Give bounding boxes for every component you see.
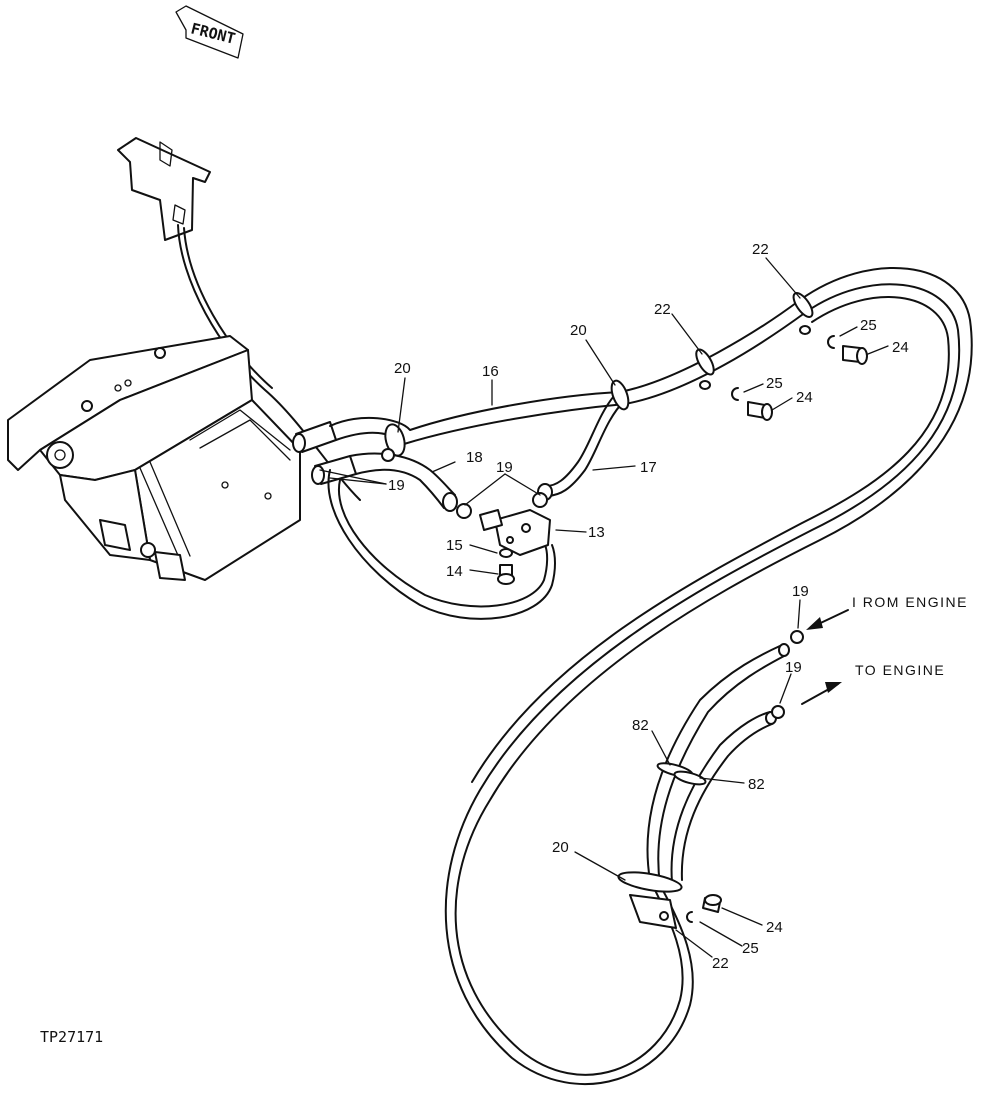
callout-20-lower: 20 (552, 839, 569, 856)
clamp-19-from-engine (790, 630, 804, 644)
callout-16: 16 (482, 363, 499, 380)
clamps-82 (656, 762, 707, 786)
callout-15: 15 (446, 537, 463, 554)
clamp-20-left (384, 423, 406, 457)
from-engine-label: I ROM ENGINE (852, 594, 968, 610)
from-engine-arrow (806, 609, 849, 630)
clamp-19-box-a (381, 448, 395, 462)
clamp-22-top (792, 292, 814, 335)
callout-18: 18 (466, 449, 483, 466)
washer-25-lower (686, 911, 693, 923)
callout-19-box: 19 (388, 477, 405, 494)
screw-24-top (842, 345, 868, 365)
callout-24-lower: 24 (766, 919, 783, 936)
callout-25-mid: 25 (766, 375, 783, 392)
callout-19-valve: 19 (496, 459, 513, 476)
screw-24-mid (747, 401, 773, 421)
figure-id: TP27171 (40, 1028, 103, 1046)
to-engine-arrow (801, 682, 842, 705)
callout-14: 14 (446, 563, 463, 580)
callout-22-lower: 22 (712, 955, 729, 972)
callout-24-top: 24 (892, 339, 909, 356)
valve-13 (479, 509, 551, 556)
to-engine-label: TO ENGINE (855, 662, 945, 678)
clamp-20-mid (610, 379, 630, 411)
clamp-19-box-b (456, 503, 472, 519)
callout-13: 13 (588, 524, 605, 541)
callout-17: 17 (640, 459, 657, 476)
screw-24-lower (702, 894, 722, 913)
washer-25-mid (731, 387, 739, 401)
callout-20-mid: 20 (570, 322, 587, 339)
front-direction-tag: FRONT (175, 5, 244, 59)
callout-82-left: 82 (632, 717, 649, 734)
leader-lines (319, 257, 889, 958)
front-label: FRONT (189, 19, 237, 47)
engine-hose-loop (444, 266, 973, 1086)
clamp-20-lower (617, 871, 683, 929)
callout-82-right: 82 (748, 776, 765, 793)
callout-25-top: 25 (860, 317, 877, 334)
callout-20-box: 20 (394, 360, 411, 377)
callout-19-to-engine: 19 (785, 659, 802, 676)
callout-25-lower: 25 (742, 940, 759, 957)
upper-bracket (117, 137, 211, 241)
callout-22-mid: 22 (654, 301, 671, 318)
clamp-19-valve (532, 492, 548, 508)
screw-14 (497, 564, 515, 585)
clamp-22-mid (695, 348, 715, 390)
callout-22-top: 22 (752, 241, 769, 258)
washer-25-top (827, 335, 835, 349)
callout-19-from-engine: 19 (792, 583, 809, 600)
washer-15 (499, 548, 513, 558)
callout-24-mid: 24 (796, 389, 813, 406)
heater-box (7, 335, 301, 581)
clamp-19-to-engine (771, 705, 785, 719)
box-hose-connectors (292, 421, 357, 485)
